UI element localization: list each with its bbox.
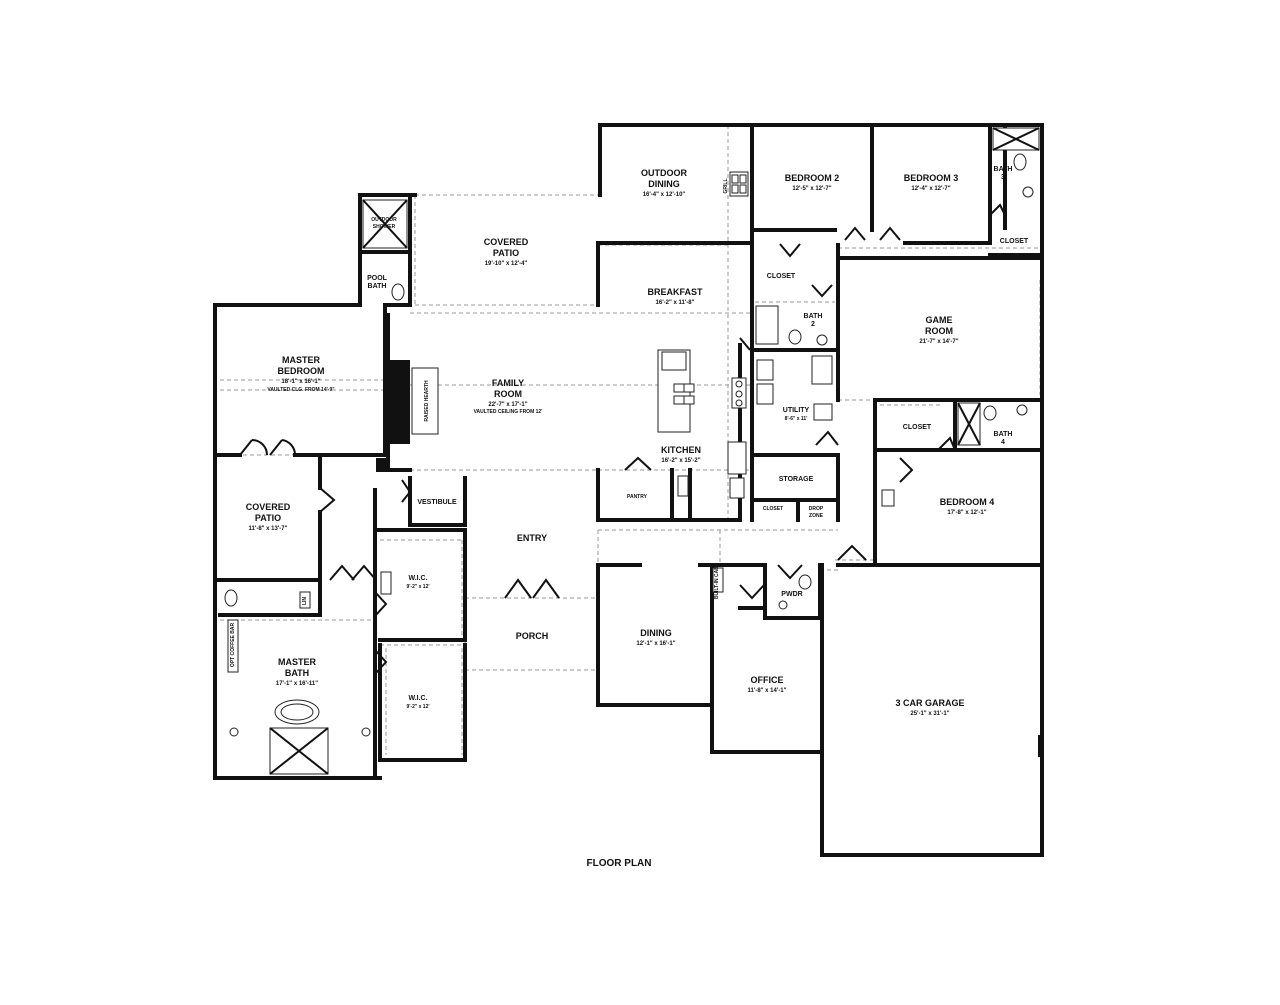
game-room-name-1: GAME (926, 315, 953, 325)
covered-patio-top-name-1: COVERED (484, 237, 529, 247)
drop-zone-name-2: ZONE (809, 513, 824, 519)
storage-name: STORAGE (779, 476, 814, 483)
bath4-name-1: BATH (994, 431, 1013, 438)
drop-zone-name-1: DROP (809, 506, 824, 512)
bedroom2-dim: 12'-5" x 12'-7" (792, 186, 831, 192)
pool-bath-name-1: POOL (367, 275, 388, 282)
dashed-lines (215, 124, 1041, 755)
bath2-name-1: BATH (804, 313, 823, 320)
bath2-name-2: 2 (811, 321, 815, 328)
breakfast-dim: 16'-2" x 11'-8" (656, 300, 695, 306)
fireplace-label: RAISED HEARTH (424, 380, 430, 422)
garage-dim: 25'-1" x 31'-1" (910, 711, 949, 717)
covered-patio-left-name-2: PATIO (255, 513, 281, 523)
utility-dim: 8'-6" x 11' (785, 416, 808, 422)
master-bath-dim: 17'-1" x 16'-11" (276, 681, 318, 687)
master-bedroom-name-2: BEDROOM (278, 366, 325, 376)
outdoor-dining-dim: 16'-4" x 12'-10" (643, 192, 686, 198)
pwdr-name: PWDR (781, 591, 802, 598)
kitchen-dim: 16'-2" x 15'-2" (661, 458, 700, 464)
plan-caption: FLOOR PLAN (587, 858, 652, 869)
bedroom3-dim: 12'-4" x 12'-7" (911, 186, 950, 192)
closet-b3-name: CLOSET (1000, 238, 1029, 245)
covered-patio-left-dim: 11'-8" x 13'-7" (249, 526, 288, 532)
bath4-name-2: 4 (1001, 439, 1005, 446)
kitchen-name: KITCHEN (661, 445, 701, 455)
outdoor-shower-name-1: OUTDOOR (371, 217, 397, 223)
outdoor-dining-name-2: DINING (648, 179, 680, 189)
closet-b4-name: CLOSET (903, 424, 932, 431)
room-labels: OUTDOOR DINING 16'-4" x 12'-10" BEDROOM … (230, 166, 1029, 717)
linen-label: LIN (302, 597, 308, 605)
closet-b2-name: CLOSET (767, 273, 796, 280)
bedroom2-name: BEDROOM 2 (785, 173, 840, 183)
outdoor-shower-name-2: SHOWER (373, 224, 396, 230)
office-name: OFFICE (751, 675, 784, 685)
wic2-name: W.I.C. (408, 695, 427, 702)
master-bath-name-1: MASTER (278, 657, 317, 667)
coffee-bar-label: OPT COFFEE BAR (230, 623, 236, 668)
pantry-name: PANTRY (627, 494, 648, 500)
master-bedroom-name-1: MASTER (282, 355, 321, 365)
game-room-name-2: ROOM (925, 326, 953, 336)
doors (239, 203, 1006, 675)
family-room-note: VAULTED CEILING FROM 12' (474, 409, 543, 415)
bath3-name-1: BATH (994, 166, 1013, 173)
vestibule-name: VESTIBULE (417, 499, 457, 506)
wic1-name: W.I.C. (408, 575, 427, 582)
master-bedroom-dim: 18'-1" x 16'-1" (281, 379, 320, 385)
bedroom4-dim: 17'-8" x 12'-1" (947, 510, 986, 516)
covered-patio-left-name-1: COVERED (246, 502, 291, 512)
dining-dim: 12'-1" x 16'-1" (636, 641, 675, 647)
covered-patio-top-name-2: PATIO (493, 248, 519, 258)
wic2-dim: 9'-2" x 12' (406, 704, 429, 710)
garage-name: 3 CAR GARAGE (895, 698, 964, 708)
utility-name: UTILITY (783, 407, 810, 414)
grill-label: GRILL (723, 179, 729, 194)
built-in-label: BUILT-IN CAB. (714, 564, 720, 599)
pool-bath-name-2: BATH (368, 283, 387, 290)
closet-entry-name: CLOSET (763, 506, 783, 512)
wic1-dim: 9'-2" x 12' (406, 584, 429, 590)
dining-name: DINING (640, 628, 672, 638)
porch-name: PORCH (516, 631, 549, 641)
covered-patio-top-dim: 19'-10" x 12'-4" (485, 261, 528, 267)
game-room-dim: 21'-7" x 14'-7" (919, 339, 958, 345)
fixtures (224, 127, 1044, 775)
walls (213, 123, 1044, 857)
breakfast-name: BREAKFAST (647, 287, 703, 297)
family-room-name-1: FAMILY (492, 378, 524, 388)
master-bedroom-note: VAULTED CLG. FROM 14'-9" (267, 387, 335, 393)
bedroom3-name: BEDROOM 3 (904, 173, 959, 183)
bedroom4-name: BEDROOM 4 (940, 497, 995, 507)
bath3-name-2: 3 (1001, 174, 1005, 181)
office-dim: 11'-8" x 14'-1" (748, 688, 787, 694)
entry-name: ENTRY (517, 533, 547, 543)
master-bath-name-2: BATH (285, 668, 309, 678)
family-room-name-2: ROOM (494, 389, 522, 399)
family-room-dim: 22'-7" x 17'-1" (488, 402, 527, 408)
outdoor-dining-name-1: OUTDOOR (641, 168, 687, 178)
